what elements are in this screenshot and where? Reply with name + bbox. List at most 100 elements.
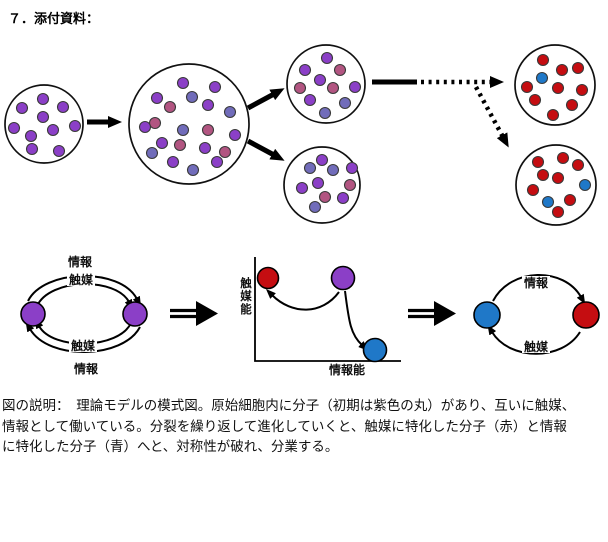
molecule-dot-purple — [36, 92, 50, 106]
label-bg — [522, 276, 550, 289]
arc-info — [492, 274, 586, 305]
label-info-bottom: 情報 — [74, 361, 99, 376]
molecule-dot-purple — [320, 51, 334, 65]
molecule-dot-mauve — [218, 145, 232, 159]
chart-axes — [254, 257, 401, 362]
cell-daughter-bottom — [283, 146, 361, 224]
section-heading: ７．添付資料： — [8, 11, 100, 26]
phase-chart: 触 媒 能 情報能 — [239, 257, 401, 377]
molecule-dot-red — [571, 158, 585, 172]
molecule-dot-red — [536, 53, 550, 67]
molecule-dot-blue — [535, 71, 549, 85]
molecule-dot-purple — [7, 121, 21, 135]
molecule-dot-red — [555, 63, 569, 77]
molecule-dot-red — [551, 205, 565, 219]
molecule-dot-red — [546, 108, 560, 122]
figure-caption: 図の説明： 理論モデルの模式図。原始細胞内に分子（初期は紫色の丸）があり、互いに… — [2, 396, 606, 458]
molecule-dot-mauve — [201, 123, 215, 137]
label-bg — [522, 340, 550, 353]
molecule-dot-purple — [313, 73, 327, 87]
label-catalyst-top: 触媒 — [69, 272, 94, 287]
molecule-dot-purple — [348, 80, 362, 94]
molecule-dot-red — [531, 155, 545, 169]
caption-line: 図の説明： 理論モデルの模式図。原始細胞内に分子（初期は紫色の丸）があり、互いに… — [2, 398, 576, 413]
molecule-dot-purple — [208, 80, 222, 94]
label-info: 情報 — [524, 275, 549, 290]
molecule-dot-red — [556, 151, 570, 165]
model-diagram-row: 情報 触媒 触媒 情報 触 媒 能 情報能 — [20, 254, 600, 377]
molecule-dot-red — [526, 183, 540, 197]
molecule-dot-purple — [176, 76, 190, 90]
molecule-dot-purple — [311, 176, 325, 190]
implies-head — [196, 301, 218, 326]
arc-catalysis — [487, 324, 581, 355]
implies-arrow-1 — [170, 301, 218, 326]
molecule-dot-slate — [318, 106, 332, 120]
molecule-dot-red — [551, 81, 565, 95]
molecule-node-blue — [473, 301, 501, 329]
point-catalyst-specialist — [256, 266, 280, 290]
molecule-dot-purple — [198, 141, 212, 155]
molecule-dot-red — [528, 93, 542, 107]
cell-evolved-top — [514, 44, 596, 126]
molecule-dot-purple — [150, 91, 164, 105]
chart-ylabel-char: 触 — [239, 276, 252, 290]
label-bg — [69, 339, 97, 352]
molecule-dot-purple — [155, 136, 169, 150]
molecule-dot-slate — [186, 163, 200, 177]
cycle-diagram-specialized: 情報 触媒 — [473, 274, 600, 355]
molecule-node-red — [572, 301, 600, 329]
arrow-to-info-specialist — [344, 290, 369, 351]
molecule-dot-purple — [228, 128, 242, 142]
point-generalist — [330, 265, 356, 291]
molecule-dot-slate — [145, 146, 159, 160]
molecule-dot-red — [520, 80, 534, 94]
molecule-dot-slate — [308, 200, 322, 214]
molecule-dot-purple — [24, 129, 38, 143]
arrow-generations-branch — [474, 85, 509, 148]
molecule-node-purple-left — [20, 301, 46, 327]
molecule-dot-mauve — [293, 81, 307, 95]
caption-line: 情報として働いている。分裂を繰り返して進化していくと、触媒に特化した分子（赤）と… — [2, 418, 567, 434]
molecule-dot-blue — [578, 178, 592, 192]
label-catalyst-bottom: 触媒 — [71, 338, 96, 353]
molecule-dot-purple — [25, 142, 39, 156]
molecule-dot-mauve — [173, 138, 187, 152]
molecule-dot-slate — [185, 90, 199, 104]
molecule-dot-purple — [315, 153, 329, 167]
molecule-dot-red — [571, 61, 585, 75]
molecule-dot-slate — [176, 123, 190, 137]
molecule-dot-purple — [201, 98, 215, 112]
molecule-dot-mauve — [333, 63, 347, 77]
chart-xlabel: 情報能 — [329, 362, 365, 377]
molecule-dot-red — [563, 193, 577, 207]
arrow-split-bottom — [246, 138, 285, 161]
molecule-dot-purple — [138, 120, 152, 134]
molecule-dot-red — [551, 171, 565, 185]
molecule-dot-mauve — [326, 81, 340, 95]
evolution-arrows — [87, 76, 509, 161]
molecule-dot-purple — [46, 123, 60, 137]
molecule-dot-blue — [541, 195, 555, 209]
molecule-dot-purple — [36, 110, 50, 124]
molecule-dot-purple — [303, 93, 317, 107]
molecule-dot-mauve — [318, 190, 332, 204]
cycle-diagram-initial: 情報 触媒 触媒 情報 — [20, 254, 148, 376]
implies-head — [434, 301, 456, 326]
molecule-dot-purple — [210, 155, 224, 169]
molecule-dot-slate — [338, 96, 352, 110]
molecule-dot-red — [575, 83, 589, 97]
molecule-dot-mauve — [343, 178, 357, 192]
label-bg — [67, 273, 95, 286]
molecule-dot-purple — [336, 191, 350, 205]
molecule-dot-slate — [223, 105, 237, 119]
chart-ylabel-char: 媒 — [239, 289, 252, 303]
molecule-dot-purple — [298, 63, 312, 77]
arrow-to-catalyst-specialist — [265, 288, 340, 311]
molecule-dot-red — [536, 168, 550, 182]
molecule-dot-mauve — [148, 116, 162, 130]
molecule-dot-purple — [166, 155, 180, 169]
molecule-dot-purple — [68, 119, 82, 133]
chart-ylabel-char: 能 — [240, 302, 252, 316]
